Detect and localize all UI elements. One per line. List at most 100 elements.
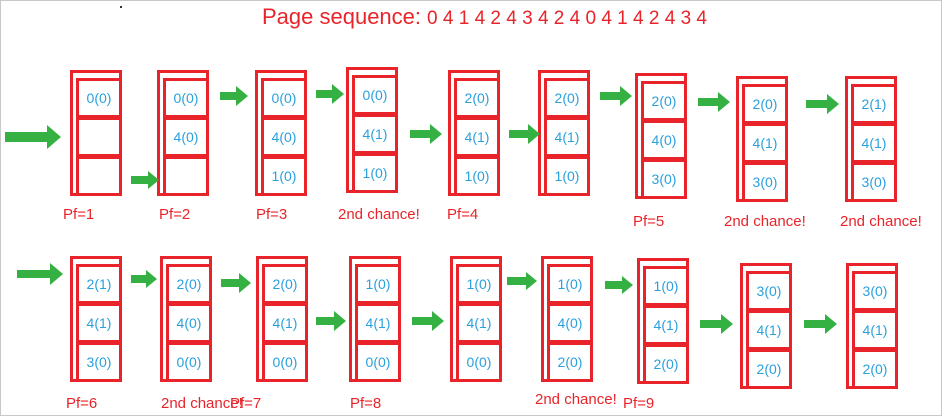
frame-snapshot: 3(0)4(1)2(0) <box>846 263 898 389</box>
frame-slot: 3(0) <box>852 271 898 311</box>
frame-slot: 0(0) <box>262 342 308 382</box>
right-arrow-icon <box>806 94 839 114</box>
right-arrow-icon <box>600 86 632 106</box>
right-arrow-icon <box>507 272 537 290</box>
arrow-shape <box>131 171 159 189</box>
right-arrow-icon <box>412 311 444 331</box>
frame-slot: 4(0) <box>261 117 307 157</box>
arrow-shape <box>507 272 537 290</box>
arrow-shape <box>509 124 540 144</box>
frame-snapshot: 2(1)4(1)3(0) <box>70 256 122 382</box>
frame-snapshot: 1(0)4(1)0(0) <box>450 256 502 382</box>
frame-slot: 3(0) <box>742 162 788 202</box>
frame-snapshot: 2(0)4(0)0(0) <box>160 256 212 382</box>
frame-slot: 4(1) <box>456 303 502 343</box>
frame-slot: 4(0) <box>547 303 593 343</box>
frame-slot: 2(0) <box>643 344 689 384</box>
second-chance-label: 2nd chance! <box>161 395 243 412</box>
page-fault-label: Pf=8 <box>350 395 382 412</box>
frame-slot: 4(1) <box>352 114 398 154</box>
page-fault-label: Pf=9 <box>623 395 655 412</box>
page-fault-label: Pf=5 <box>633 213 665 230</box>
frame-slot: 2(0) <box>454 78 500 118</box>
frame-slot: 4(1) <box>852 310 898 350</box>
arrow-shape <box>605 276 633 294</box>
frame-slot: 1(0) <box>355 264 401 304</box>
frame-slot: 2(0) <box>746 349 792 389</box>
stray-dot <box>120 6 122 8</box>
frame-snapshot: 0(0)4(0) <box>157 70 209 196</box>
frame-slot: 0(0) <box>163 78 209 118</box>
arrow-shape <box>700 314 733 334</box>
frame-snapshot: 1(0)4(1)2(0) <box>637 258 689 384</box>
frame-slot <box>76 117 122 157</box>
frame-slot: 2(0) <box>641 81 687 121</box>
right-arrow-icon <box>700 314 733 334</box>
frame-slot: 2(0) <box>262 264 308 304</box>
frame-slot: 1(0) <box>547 264 593 304</box>
arrow-shape <box>221 273 251 293</box>
frame-slot: 4(1) <box>262 303 308 343</box>
frame-slot: 1(0) <box>544 156 590 196</box>
arrow-shape <box>131 270 157 288</box>
arrow-shape <box>698 92 730 112</box>
frame-slot: 3(0) <box>76 342 122 382</box>
frame-slot: 0(0) <box>352 75 398 115</box>
frame-snapshot: 2(0)4(0)3(0) <box>635 73 687 199</box>
frame-slot: 1(0) <box>456 264 502 304</box>
frame-slot: 0(0) <box>355 342 401 382</box>
frame-slot: 4(0) <box>163 117 209 157</box>
frame-slot: 1(0) <box>352 153 398 193</box>
right-arrow-icon <box>221 273 251 293</box>
frame-snapshot: 0(0) <box>70 70 122 196</box>
frame-snapshot: 2(0)4(1)1(0) <box>448 70 500 196</box>
frame-slot: 4(1) <box>454 117 500 157</box>
frame-snapshot: 3(0)4(1)2(0) <box>740 263 792 389</box>
right-arrow-icon <box>509 124 540 144</box>
arrow-shape <box>806 94 839 114</box>
arrow-shape <box>316 84 344 104</box>
page-fault-label: Pf=2 <box>159 206 191 223</box>
right-arrow-icon <box>316 311 346 331</box>
arrow-shape <box>804 314 837 334</box>
frame-slot: 0(0) <box>76 78 122 118</box>
frame-slot: 1(0) <box>261 156 307 196</box>
frame-slot <box>76 156 122 196</box>
page-fault-label: Pf=7 <box>230 395 262 412</box>
frame-slot: 2(0) <box>742 84 788 124</box>
frame-slot: 4(1) <box>76 303 122 343</box>
frame-slot: 2(0) <box>852 349 898 389</box>
right-arrow-icon <box>804 314 837 334</box>
frame-snapshot: 2(1)4(1)3(0) <box>845 76 897 202</box>
frame-slot: 3(0) <box>746 271 792 311</box>
second-chance-label: 2nd chance! <box>535 391 617 408</box>
right-arrow-icon <box>131 270 157 288</box>
second-chance-label: 2nd chance! <box>338 206 420 223</box>
arrow-shape <box>410 124 442 144</box>
frame-slot: 3(0) <box>851 162 897 202</box>
frame-snapshot: 2(0)4(1)1(0) <box>538 70 590 196</box>
frame-slot: 2(1) <box>76 264 122 304</box>
arrow-shape <box>412 311 444 331</box>
frame-slot: 4(1) <box>851 123 897 163</box>
frame-slot: 0(0) <box>261 78 307 118</box>
frame-slot: 4(1) <box>742 123 788 163</box>
page-title: Page sequence:0 4 1 4 2 4 3 4 2 4 0 4 1 … <box>262 4 707 30</box>
page-fault-label: Pf=4 <box>447 206 479 223</box>
frame-snapshot: 0(0)4(1)1(0) <box>346 67 398 193</box>
frame-snapshot: 2(0)4(1)3(0) <box>736 76 788 202</box>
right-arrow-icon <box>605 276 633 294</box>
frame-slot: 2(0) <box>544 78 590 118</box>
page-sequence: 0 4 1 4 2 4 3 4 2 4 0 4 1 4 2 4 3 4 <box>427 8 707 29</box>
frame-slot: 2(0) <box>166 264 212 304</box>
arrow-shape <box>316 311 346 331</box>
frame-snapshot: 2(0)4(1)0(0) <box>256 256 308 382</box>
frame-snapshot: 0(0)4(0)1(0) <box>255 70 307 196</box>
title-text: Page sequence: <box>262 4 422 29</box>
frame-slot: 4(1) <box>643 305 689 345</box>
right-arrow-icon <box>410 124 442 144</box>
right-arrow-icon <box>17 263 63 285</box>
right-arrow-icon <box>131 171 159 189</box>
right-arrow-icon <box>220 86 248 106</box>
frame-snapshot: 1(0)4(0)2(0) <box>541 256 593 382</box>
